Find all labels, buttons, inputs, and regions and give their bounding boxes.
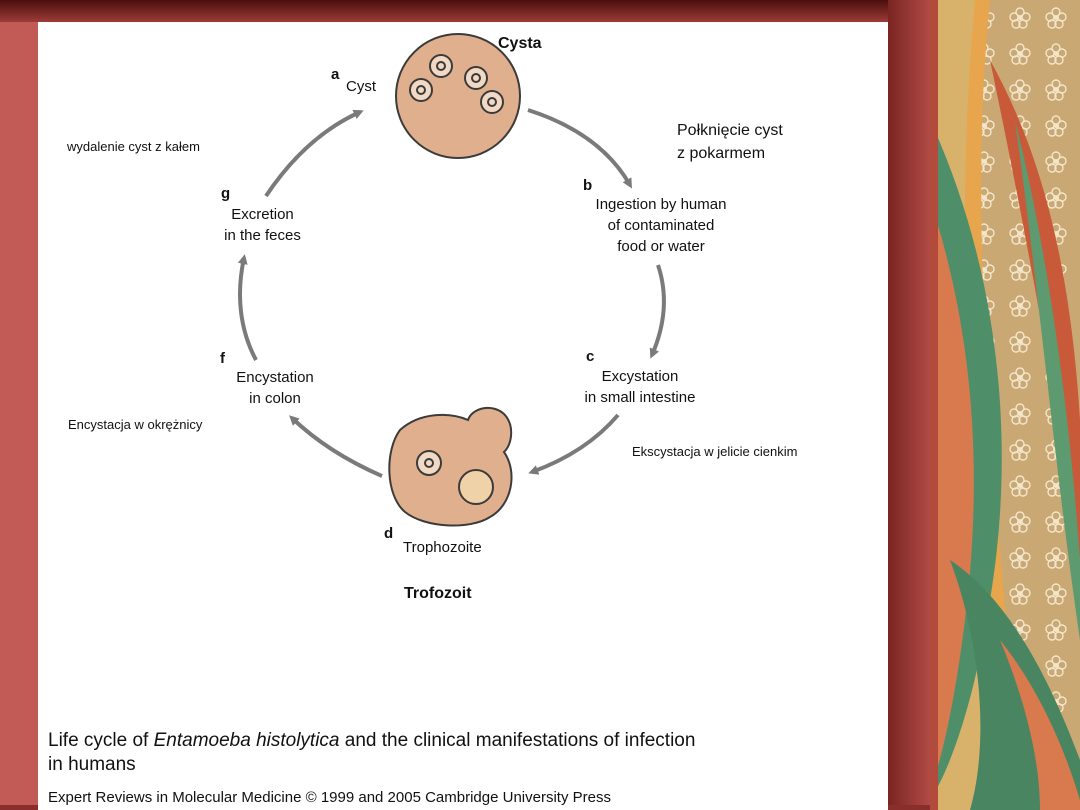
stage-f-line2: in colon [249, 390, 301, 407]
heading-cyst: Cysta [498, 35, 542, 52]
stage-g-label: Excretion in the feces [195, 204, 330, 246]
stage-d-letter: d [384, 525, 394, 542]
caption-suffix: and the clinical manifestations of infec… [339, 730, 696, 751]
arrow-f-to-g [237, 254, 258, 361]
stage-d-label: Trophozoite [403, 539, 482, 556]
arrow-c-to-d [528, 413, 620, 475]
polish-label-ingestion: Połknięcie cyst z pokarmem [677, 119, 783, 165]
stage-c-line2: in small intestine [584, 389, 696, 406]
caption-prefix: Life cycle of [48, 730, 154, 751]
stage-a-label: Cyst [346, 78, 376, 95]
arrow-a-to-b [527, 108, 632, 189]
arrow-d-to-f [289, 415, 383, 478]
stage-f-label: Encystation in colon [205, 367, 345, 409]
polish-label-excystation: Ekscystacja w jelicie cienkim [632, 444, 798, 459]
caption-species: Entamoeba histolytica [153, 730, 340, 751]
polish-label-ingestion-line1: Połknięcie cyst [677, 122, 783, 139]
polish-label-ingestion-line2: z pokarmem [677, 145, 766, 162]
slide-frame-shadow [888, 0, 930, 810]
stage-a-letter: a [331, 66, 340, 83]
heading-trophozoite: Trofozoit [404, 585, 472, 602]
arrow-b-to-c [649, 264, 666, 359]
stage-f-line1: Encystation [236, 369, 314, 386]
stage-b-line2: of contaminated [607, 217, 715, 234]
figure-credit: Expert Reviews in Molecular Medicine © 1… [48, 789, 611, 806]
stage-b-letter: b [583, 177, 593, 194]
stage-c-line1: Excystation [601, 368, 679, 385]
slide-frame-top [0, 0, 930, 22]
arrow-g-to-a [264, 109, 364, 198]
caption-line2: in humans [48, 754, 136, 775]
stage-b-line1: Ingestion by human [595, 196, 727, 213]
stage-g-line2: in the feces [224, 227, 301, 244]
stage-b-line3: food or water [617, 238, 705, 255]
life-cycle-diagram [237, 33, 666, 527]
figure-caption: Life cycle of Entamoeba histolytica and … [48, 729, 695, 777]
stage-g-line1: Excretion [231, 206, 294, 223]
stage-c-label: Excystation in small intestine [555, 366, 725, 408]
stage-f-letter: f [220, 350, 225, 367]
decorative-side-strip [930, 0, 1080, 810]
polish-label-excretion: wydalenie cyst z kałem [67, 139, 200, 154]
stage-g-letter: g [221, 185, 231, 202]
decorative-pattern [930, 0, 1080, 810]
polish-label-encystation: Encystacja w okrężnicy [68, 417, 203, 432]
trophozoite-illustration [388, 406, 513, 527]
stage-b-label: Ingestion by human of contaminated food … [566, 194, 756, 257]
stage-c-letter: c [586, 348, 595, 365]
cyst-illustration [395, 33, 521, 159]
